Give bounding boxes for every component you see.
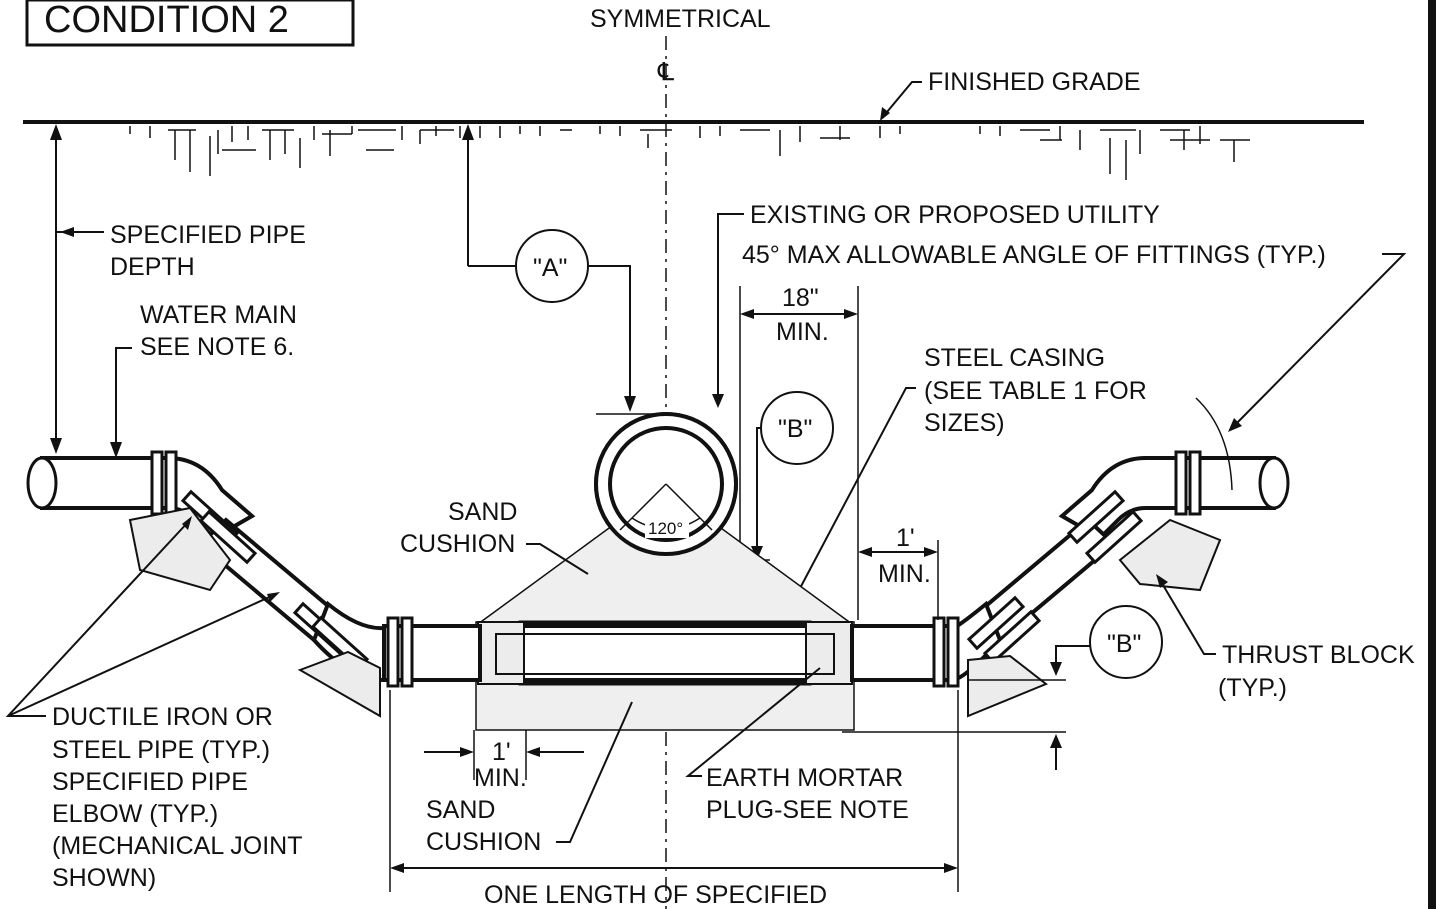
max-angle-leader [1231, 253, 1407, 429]
left-pipe-assembly [26, 450, 414, 718]
utility-leader [717, 213, 744, 404]
thrust-block-leader [1159, 579, 1216, 655]
ductile-label-2: STEEL PIPE (TYP.) [52, 736, 270, 764]
angle-indicator-arc [1195, 397, 1233, 491]
dim1r-value: 1' [896, 524, 915, 552]
sand-cushion-bottom-label-2: CUSHION [426, 828, 541, 856]
pipe-left-horizontal [382, 624, 482, 682]
steel-casing-label-3: SIZES) [924, 409, 1005, 437]
thrust-block-left-lower [297, 650, 381, 718]
specified-depth-label-2: DEPTH [110, 253, 195, 281]
ductile-label-6: SHOWN) [52, 864, 156, 892]
dim18-value: 18" [782, 284, 819, 312]
dim18-min: MIN. [776, 318, 829, 346]
earth-mortar-leader [685, 667, 821, 777]
b-leader-1 [756, 427, 761, 556]
ductile-label-3: SPECIFIED PIPE [52, 768, 248, 796]
sand-cushion-bottom-leader [556, 701, 633, 843]
earth-mortar-label-2: PLUG-SEE NOTE [706, 796, 909, 824]
right-pipe-assembly [932, 450, 1290, 718]
thrust-block-label-1: THRUST BLOCK [1222, 641, 1415, 669]
water-main-leader [115, 347, 132, 450]
symmetrical-label: SYMMETRICAL [590, 5, 771, 33]
a-leader-right [588, 265, 631, 408]
sand-cushion-bottom-label-1: SAND [426, 796, 495, 824]
ductile-leaders [5, 519, 277, 717]
dim1l-value: 1' [492, 738, 511, 766]
existing-utility-label: EXISTING OR PROPOSED UTILITY [750, 201, 1160, 229]
carrier-pipe [495, 633, 835, 675]
centerline-symbol: ℄ [657, 58, 674, 86]
finished-grade-label: FINISHED GRADE [928, 68, 1141, 96]
ductile-label-1: DUCTILE IRON OR [52, 703, 273, 731]
ground-hatch [129, 126, 1250, 180]
steel-casing-label-2: (SEE TABLE 1 FOR [924, 377, 1147, 405]
thrust-block-right-lower [967, 654, 1048, 718]
angle-lines [619, 483, 713, 531]
one-length-label: ONE LENGTH OF SPECIFIED [484, 881, 827, 909]
sand-cushion-top-label-2: CUSHION [400, 530, 515, 558]
earth-mortar-label-1: EARTH MORTAR [706, 764, 903, 792]
water-main-label-2: SEE NOTE 6. [140, 333, 294, 361]
dim1r-min: MIN. [878, 560, 931, 588]
sand-cushion-top-leader [526, 543, 589, 575]
a-callout-text: "A" [533, 254, 567, 282]
dim1l-min: MIN. [474, 764, 527, 792]
thrust-block-label-2: (TYP.) [1218, 674, 1287, 702]
water-main-label-1: WATER MAIN [140, 301, 297, 329]
steel-casing-label-1: STEEL CASING [924, 344, 1105, 372]
b-callout-text-1: "B" [778, 415, 812, 443]
angle-120-label: 120° [648, 519, 683, 538]
thrust-block-left-upper [128, 506, 232, 592]
b-leader-2 [1055, 645, 1090, 672]
b-callout-circle-2 [1089, 605, 1163, 679]
title-box [25, 0, 355, 47]
ductile-label-5: (MECHANICAL JOINT [52, 832, 302, 860]
title-text: CONDITION 2 [44, 0, 289, 41]
finished-grade-leader [880, 81, 922, 121]
ductile-label-4: ELBOW (TYP.) [52, 800, 218, 828]
max-angle-label: 45° MAX ALLOWABLE ANGLE OF FITTINGS (TYP… [742, 241, 1326, 269]
specified-depth-label-1: SPECIFIED PIPE [110, 221, 306, 249]
b-callout-text-2: "B" [1107, 630, 1141, 658]
steel-casing-leader [779, 387, 916, 627]
sand-cushion-top-label-1: SAND [448, 498, 517, 526]
thrust-block-right-upper [1118, 518, 1222, 592]
